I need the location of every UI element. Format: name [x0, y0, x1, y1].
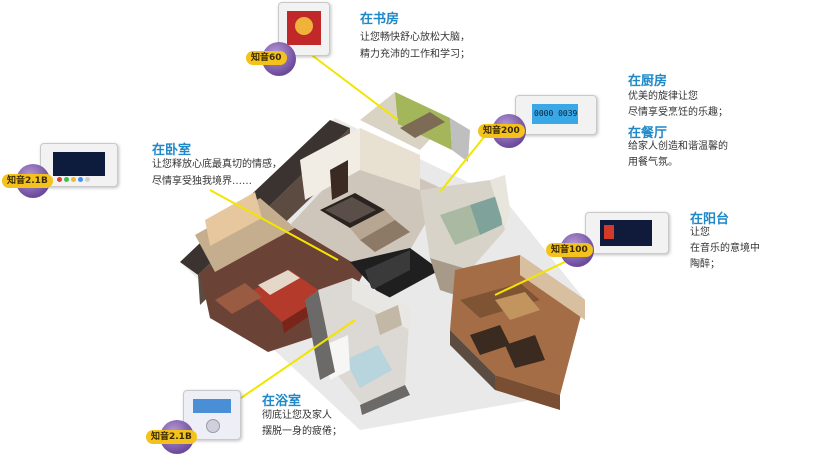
kitchen-panel-device: 0000 0039 — [515, 95, 597, 135]
bathroom-title: 在浴室 — [262, 394, 302, 409]
study-title: 在书房 — [360, 12, 400, 27]
dining-line2: 用餐气氛。 — [628, 157, 678, 168]
dining-title: 在餐厅 — [628, 126, 668, 141]
study-line2: 精力充沛的工作和学习； — [360, 49, 470, 60]
balcony-panel-accent — [604, 225, 614, 239]
dining-line1: 给家人创造和谐温馨的 — [628, 141, 728, 152]
bedroom-panel-icons — [57, 167, 92, 186]
kitchen-line1: 优美的旋律让您 — [628, 91, 698, 102]
kitchen-panel-display: 0000 0039 — [534, 109, 578, 118]
bedroom-panel-screen — [53, 152, 105, 176]
study-badge: 知音60 — [246, 51, 287, 65]
kitchen-badge: 知音200 — [478, 124, 525, 138]
bedroom-panel-device — [40, 143, 118, 187]
balcony-line3: 陶醉； — [690, 259, 720, 270]
study-panel-art — [295, 17, 313, 35]
balcony-badge: 知音100 — [546, 243, 593, 257]
bathroom-line1: 彻底让您及家人 — [262, 410, 332, 421]
bedroom-title: 在卧室 — [152, 143, 192, 158]
kitchen-title: 在厨房 — [628, 74, 668, 89]
balcony-line2: 在音乐的意境中 — [690, 243, 760, 254]
study-panel-device — [278, 2, 330, 56]
bedroom-badge: 知音2.1B — [2, 174, 53, 188]
bathroom-panel-knob — [206, 419, 220, 433]
bedroom-line1: 让您释放心底最真切的情感， — [152, 159, 282, 170]
balcony-title: 在阳台 — [690, 212, 730, 227]
study-line1: 让您畅快舒心放松大脑， — [360, 32, 470, 43]
bathroom-badge: 知音2.1B — [146, 430, 197, 444]
kitchen-line2: 尽情享受烹饪的乐趣； — [628, 107, 728, 118]
kitchen-panel-screen — [532, 104, 578, 124]
bathroom-panel-screen — [193, 399, 231, 413]
bedroom-line2: 尽情享受独我境界…… — [152, 176, 252, 187]
balcony-panel-device — [585, 212, 669, 254]
balcony-line1: 让您 — [690, 227, 710, 238]
bathroom-line2: 摆脱一身的疲倦； — [262, 426, 342, 437]
